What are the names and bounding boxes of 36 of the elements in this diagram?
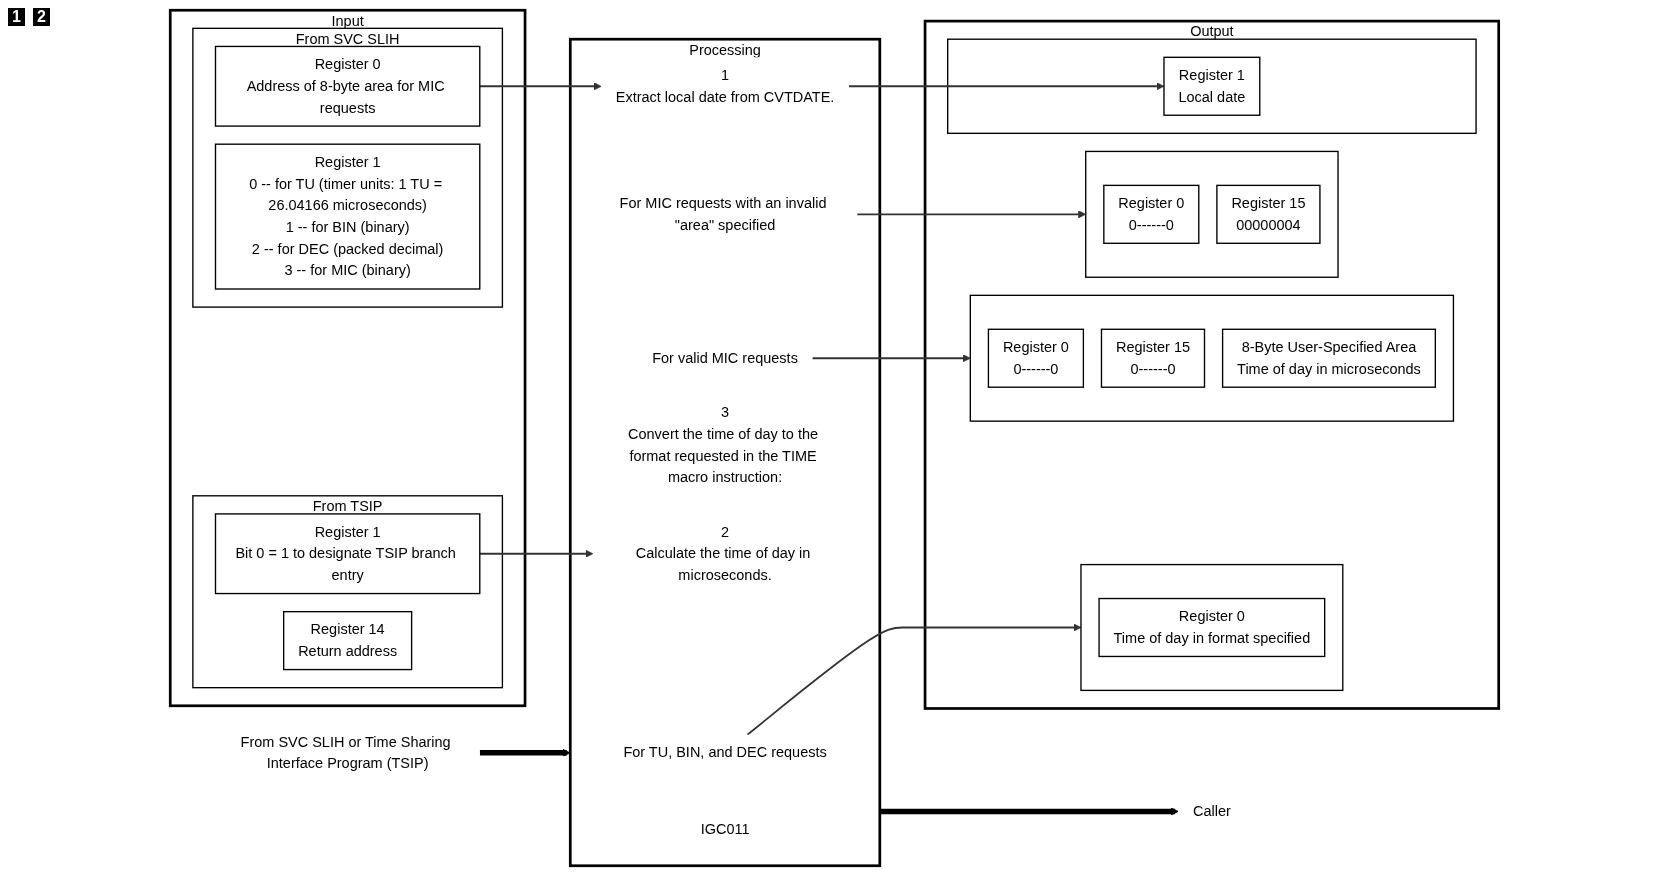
node-box (282, 610, 412, 671)
cluster (1079, 563, 1343, 692)
arrow (746, 623, 1081, 736)
node-text: 2 Calculate the time of day in microseconds. (635, 523, 810, 583)
node-text: 3 Convert the time of day to the format requested in the TIME macro instruction: (627, 404, 818, 485)
arrow (479, 748, 571, 757)
node-text: For valid MIC requests (651, 350, 798, 366)
node-box (987, 328, 1084, 388)
node-box (1162, 56, 1260, 116)
cluster (969, 294, 1454, 422)
cluster (568, 37, 881, 868)
node-box (1102, 184, 1199, 244)
arrow (879, 807, 1179, 816)
cluster (1084, 150, 1339, 278)
arrow (847, 82, 1164, 91)
node-box (1215, 184, 1321, 244)
cluster (923, 19, 1500, 710)
node-text: 1 Extract local date from CVTDATE. (615, 67, 834, 105)
arrow (855, 210, 1086, 219)
callout-number: 2 (32, 8, 50, 26)
callout-number: 1 (8, 8, 25, 26)
cluster (191, 495, 503, 689)
node-text: For MIC requests with an invalid "area" specified (619, 195, 826, 233)
node-box (214, 143, 480, 290)
node-box (1097, 597, 1325, 658)
node-box (1221, 328, 1436, 388)
node-text: From SVC SLIH or Time Sharing Interface Program (TSIP) (240, 733, 451, 771)
node-box (214, 513, 480, 595)
node-box (214, 45, 480, 127)
cluster (946, 38, 1477, 134)
cluster (191, 27, 503, 308)
node-text: Caller (1192, 803, 1231, 819)
node-text: For TU, BIN, and DEC requests (622, 744, 827, 761)
node-text: IGC011 (700, 821, 749, 837)
cluster (168, 8, 526, 708)
node-box (1100, 328, 1205, 388)
